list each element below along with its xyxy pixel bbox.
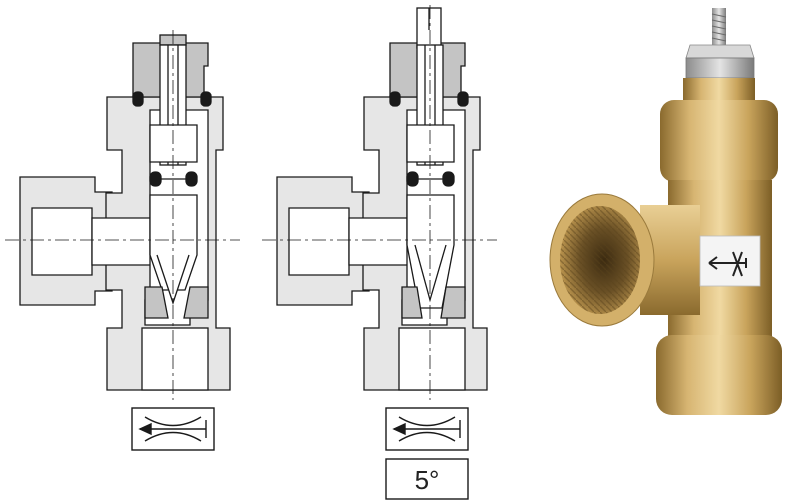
valve-cross-section-left — [5, 30, 240, 400]
flow-direction-arrow-icon — [708, 251, 747, 277]
taper-angle-label: 5° — [415, 465, 440, 495]
valve-cross-section-right — [262, 5, 497, 400]
brass-valve-photo — [549, 8, 782, 415]
flow-restrictor-symbol-right — [385, 407, 469, 451]
flow-direction-label — [699, 235, 761, 287]
taper-angle-box: 5° — [385, 458, 469, 500]
flow-restrictor-symbol-left — [131, 407, 215, 451]
